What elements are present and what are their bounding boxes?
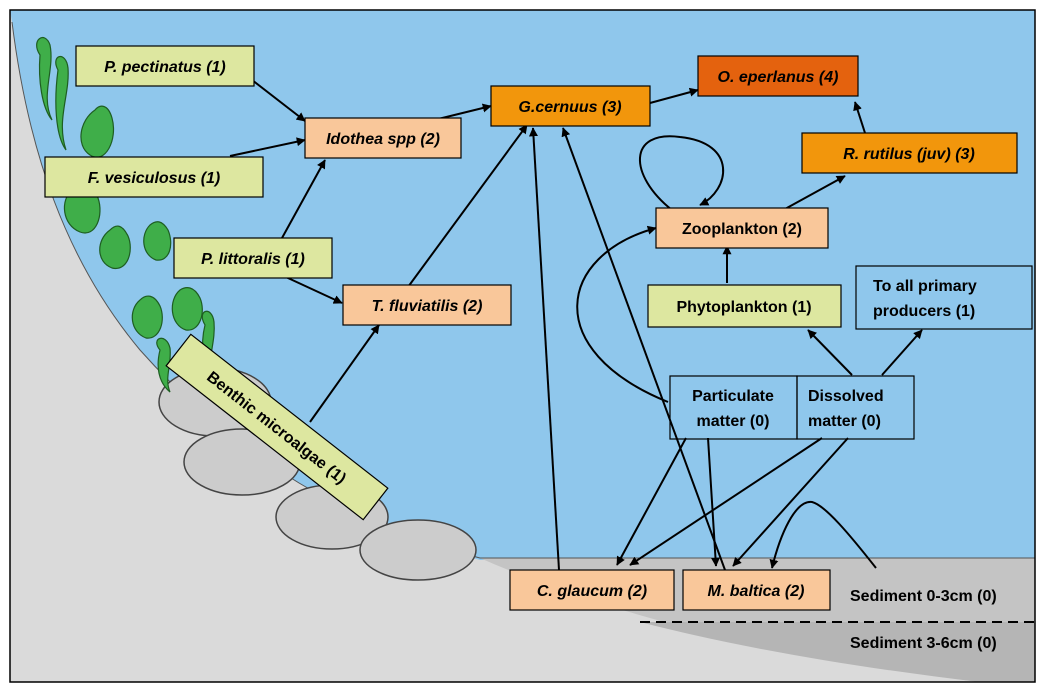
node-o-eperlanus-label: O. eperlanus (4) <box>718 69 839 86</box>
node-primary-producers-label-line1: To all primary <box>873 278 977 295</box>
node-t-fluviatilis: T. fluviatilis (2) <box>342 284 512 326</box>
diagram-frame <box>9 9 1036 683</box>
feeding-links <box>229 79 923 571</box>
node-f-vesiculosus: F. vesiculosus (1) <box>44 156 264 198</box>
node-o-eperlanus: O. eperlanus (4) <box>697 55 859 97</box>
seaweed-blade <box>143 221 172 261</box>
edge-particulate-cglaucum <box>616 437 687 566</box>
edge-dissolved-mbaltica <box>732 437 849 567</box>
edge-plittoralis-idothea <box>281 159 326 239</box>
node-p-pectinatus-label: P. pectinatus (1) <box>104 59 226 76</box>
node-dissolved-label-line2: matter (0) <box>808 413 881 430</box>
edge-mbaltica-gcernuus <box>561 127 726 571</box>
sediment-lower-label: Sediment 3-6cm (0) <box>850 635 997 652</box>
edge-cglaucum-gcernuus <box>528 127 560 571</box>
node-zooplankton: Zooplankton (2) <box>655 207 829 249</box>
edge-microalgae-tfluviatilis <box>309 324 380 423</box>
edge-ppectinatus-idothea <box>251 79 306 122</box>
node-m-baltica-label: M. baltica (2) <box>708 583 805 600</box>
node-particulate-matter: Particulate matter (0) <box>669 375 798 440</box>
seaweed-blade <box>55 56 69 151</box>
sediment-lower-layer <box>640 622 1035 682</box>
edge-sediment-mbaltica <box>769 500 877 569</box>
edge-dissolved-primary-producers <box>881 329 923 376</box>
node-p-pectinatus: P. pectinatus (1) <box>75 45 255 87</box>
node-r-rutilus: R. rutilus (juv) (3) <box>801 132 1018 174</box>
node-g-cernuus: G.cernuus (3) <box>490 85 651 127</box>
node-zooplankton-label: Zooplankton (2) <box>682 221 802 238</box>
rock <box>359 519 477 581</box>
edge-particulate-mbaltica <box>707 437 720 567</box>
node-dissolved-matter: Dissolved matter (0) <box>796 375 915 440</box>
node-p-littoralis-label: P. littoralis (1) <box>201 251 305 268</box>
seaweed-blade <box>99 225 131 269</box>
node-dissolved-label-line1: Dissolved <box>808 388 884 405</box>
seaweed-plants <box>36 37 215 393</box>
node-c-glaucum-label: C. glaucum (2) <box>537 583 647 600</box>
edge-fvesiculosus-idothea <box>229 137 306 157</box>
node-primary-producers: To all primary producers (1) <box>855 265 1033 330</box>
seaweed-blade <box>80 105 114 158</box>
node-g-cernuus-label: G.cernuus (3) <box>518 99 621 116</box>
edge-zooplankton-cannibalism <box>638 135 724 211</box>
seaweed-blade <box>36 37 53 121</box>
seaweed-blade <box>171 287 203 331</box>
node-phytoplankton: Phytoplankton (1) <box>647 284 842 328</box>
node-particulate-label-line1: Particulate <box>692 388 774 405</box>
edge-gcernuus-oeperlanus <box>649 87 699 104</box>
node-c-glaucum: C. glaucum (2) <box>509 569 675 611</box>
seaweed-blade <box>156 337 171 393</box>
edge-particulate-zooplankton <box>576 225 669 403</box>
node-primary-producers-label-line2: producers (1) <box>873 303 975 320</box>
node-idothea: Idothea spp (2) <box>304 117 462 159</box>
edge-rrutilus-oeperlanus <box>853 101 866 134</box>
node-r-rutilus-label: R. rutilus (juv) (3) <box>843 146 975 163</box>
node-p-littoralis: P. littoralis (1) <box>173 237 333 279</box>
node-m-baltica: M. baltica (2) <box>682 569 831 611</box>
node-idothea-label: Idothea spp (2) <box>326 131 440 148</box>
edge-tfluviatilis-gcernuus <box>407 124 528 288</box>
seaweed-blade <box>131 295 163 339</box>
sediment-upper-label: Sediment 0-3cm (0) <box>850 588 997 605</box>
edge-dissolved-cglaucum <box>629 437 823 566</box>
node-f-vesiculosus-label: F. vesiculosus (1) <box>88 170 221 187</box>
shore-slope <box>10 10 1035 682</box>
edge-dissolved-phytoplankton <box>807 329 853 376</box>
node-t-fluviatilis-label: T. fluviatilis (2) <box>372 298 483 315</box>
node-particulate-label-line2: matter (0) <box>697 413 770 430</box>
node-phytoplankton-label: Phytoplankton (1) <box>676 299 811 316</box>
edge-zooplankton-rrutilus <box>784 175 846 210</box>
